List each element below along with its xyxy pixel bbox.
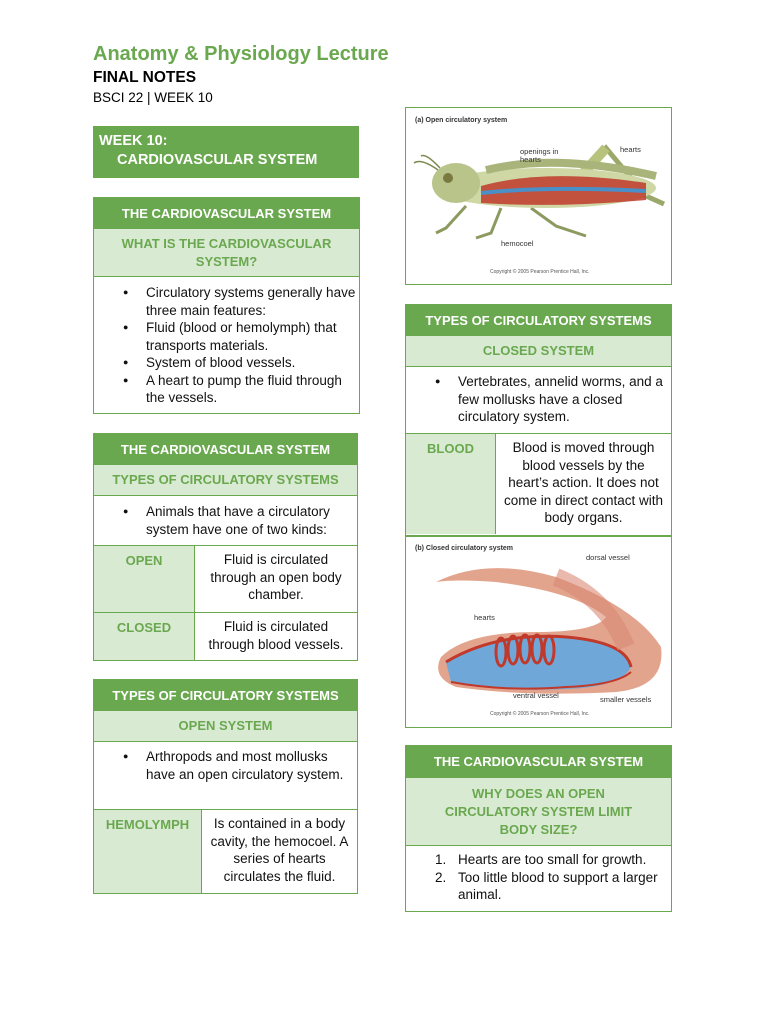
label-ventral-vessel: ventral vessel xyxy=(513,691,559,700)
list-item: Arthropods and most mollusks have an ope… xyxy=(123,748,357,783)
bullet-list: Arthropods and most mollusks have an ope… xyxy=(94,742,357,809)
list-item: Animals that have a circulatory system h… xyxy=(123,503,357,538)
list-item: Fluid (blood or hemolymph) that transpor… xyxy=(123,319,359,354)
table-header: TYPES OF CIRCULATORY SYSTEMS xyxy=(94,680,357,711)
table-subheader: WHAT IS THE CARDIOVASCULAR SYSTEM? xyxy=(94,229,359,277)
earthworm-illustration xyxy=(436,568,662,694)
list-item: 1. Hearts are too small for growth. xyxy=(435,851,671,869)
bullet-list: Animals that have a circulatory system h… xyxy=(94,496,357,545)
closed-circulatory-figure: (b) Closed circulatory system dorsal ves… xyxy=(405,536,672,728)
table-row: OPEN Fluid is circulated through an open… xyxy=(94,545,357,612)
circulatory-types-table: THE CARDIOVASCULAR SYSTEM TYPES OF CIRCU… xyxy=(93,433,358,661)
list-item: A heart to pump the fluid through the ve… xyxy=(123,372,359,407)
list-item: 2. Too little blood to support a larger a… xyxy=(435,869,671,904)
table-row: HEMOLYMPH Is contained in a body cavity,… xyxy=(94,809,357,893)
open-system-table: TYPES OF CIRCULATORY SYSTEMS OPEN SYSTEM… xyxy=(93,679,358,894)
row-label: BLOOD xyxy=(406,434,496,534)
numbered-list: 1. Hearts are too small for growth. 2. Too… xyxy=(406,846,671,904)
row-label: HEMOLYMPH xyxy=(94,810,202,893)
list-item: System of blood vessels. xyxy=(123,354,359,372)
label-hearts: hearts xyxy=(474,613,495,622)
page-subtitle: FINAL NOTES xyxy=(93,69,197,86)
week-banner: WEEK 10: CARDIOVASCULAR SYSTEM xyxy=(93,126,359,178)
label-smaller-vessels: smaller vessels xyxy=(600,695,652,704)
table-row: CLOSED Fluid is circulated through blood… xyxy=(94,612,357,660)
row-text: Fluid is circulated through blood vessel… xyxy=(208,619,344,652)
list-text: Hearts are too small for growth. xyxy=(458,852,647,867)
bullet-list: Circulatory systems generally have three… xyxy=(94,277,359,407)
body-size-table: THE CARDIOVASCULAR SYSTEM WHY DOES AN OP… xyxy=(405,745,672,912)
table-header: THE CARDIOVASCULAR SYSTEM xyxy=(94,198,359,229)
table-subheader: WHY DOES AN OPEN CIRCULATORY SYSTEM LIMI… xyxy=(406,778,671,846)
page-title: Anatomy & Physiology Lecture xyxy=(93,43,389,65)
figure-caption: (a) Open circulatory system xyxy=(415,117,508,124)
table-subheader: CLOSED SYSTEM xyxy=(406,336,671,367)
list-number: 2. xyxy=(435,869,447,885)
list-number: 1. xyxy=(435,852,447,867)
row-text: Blood is moved through blood vessels by … xyxy=(503,440,664,525)
row-text: Fluid is circulated through an open body… xyxy=(210,552,342,602)
table-row: BLOOD Blood is moved through blood vesse… xyxy=(406,433,671,534)
table-header: TYPES OF CIRCULATORY SYSTEMS xyxy=(406,305,671,336)
label-openings: openings in hearts xyxy=(520,147,559,164)
label-hearts: hearts xyxy=(620,145,641,154)
course-label: BSCI 22 | WEEK 10 xyxy=(93,90,213,105)
row-label: OPEN xyxy=(94,546,195,612)
table-header: THE CARDIOVASCULAR SYSTEM xyxy=(406,746,671,778)
row-label: CLOSED xyxy=(94,613,195,660)
bullet-list: Vertebrates, annelid worms, and a few mo… xyxy=(406,367,671,433)
list-item: Circulatory systems generally have three… xyxy=(123,284,359,319)
figure-caption: (b) Closed circulatory system xyxy=(415,545,514,552)
open-circulatory-figure: (a) Open circulatory system openings in … xyxy=(405,107,672,285)
list-item: Vertebrates, annelid worms, and a few mo… xyxy=(435,373,671,426)
grasshopper-illustration xyxy=(413,144,666,240)
closed-system-table: TYPES OF CIRCULATORY SYSTEMS CLOSED SYST… xyxy=(405,304,672,536)
figure-copyright: Copyright © 2005 Pearson Prentice Hall, … xyxy=(490,269,590,275)
list-text: Too little blood to support a larger ani… xyxy=(458,869,658,903)
table-subheader: OPEN SYSTEM xyxy=(94,711,357,742)
cardiovascular-definition-table: THE CARDIOVASCULAR SYSTEM WHAT IS THE CA… xyxy=(93,197,360,414)
figure-copyright: Copyright © 2005 Pearson Prentice Hall, … xyxy=(490,711,590,717)
week-banner-line1: WEEK 10: xyxy=(99,133,168,149)
table-subheader: TYPES OF CIRCULATORY SYSTEMS xyxy=(94,465,357,496)
label-hemocoel: hemocoel xyxy=(501,239,534,248)
row-text: Is contained in a body cavity, the hemoc… xyxy=(210,816,349,884)
week-banner-line2: CARDIOVASCULAR SYSTEM xyxy=(117,152,318,168)
table-header: THE CARDIOVASCULAR SYSTEM xyxy=(94,434,357,465)
label-dorsal-vessel: dorsal vessel xyxy=(586,553,630,562)
